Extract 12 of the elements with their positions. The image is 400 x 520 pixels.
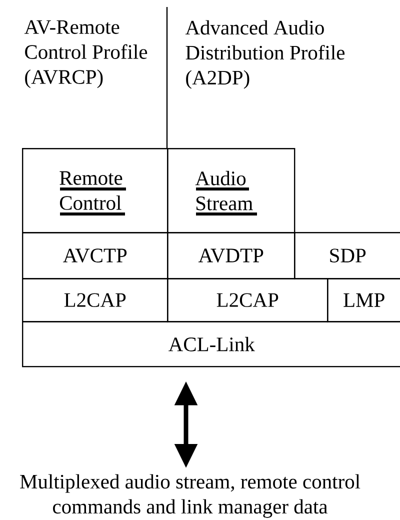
layer-box: L2CAP (22, 278, 168, 322)
layer-box: AVDTP (167, 232, 296, 280)
layer-box: Remote Control (22, 148, 168, 234)
layer-box: SDP (294, 232, 400, 280)
layer-box: LMP (327, 278, 400, 322)
layer-box: ACL-Link (22, 321, 400, 368)
profile-label: Advanced Audio Distribution Profile (A2DP) (185, 20, 344, 89)
caption-text: Multiplexed audio stream, remote control commands and link manager data (20, 474, 360, 518)
layer-box: AVCTP (22, 232, 168, 280)
profile-label: AV-Remote Control Profile (AVRCP) (24, 20, 148, 88)
layer-box: Audio Stream (167, 148, 296, 234)
layer-box: L2CAP (167, 278, 328, 322)
